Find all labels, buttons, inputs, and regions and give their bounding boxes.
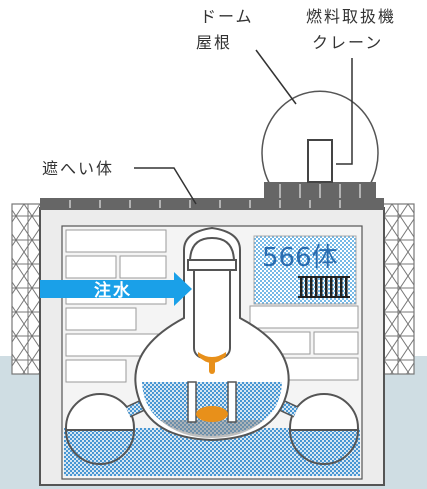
reactor-pressure-vessel: [187, 236, 237, 423]
label-shield: 遮へい体: [42, 159, 114, 178]
spent-fuel-pool: [253, 235, 357, 305]
roof-slab: [40, 198, 384, 210]
label-dome-roof: ドーム: [200, 7, 254, 26]
right-truss: [381, 203, 415, 375]
label-water-injection: 注水: [94, 280, 132, 301]
leader-lines: [134, 49, 353, 205]
label-fuel-crane-2: クレーン: [312, 33, 383, 52]
water-injection-arrow: [40, 272, 192, 306]
label-fuel-crane: 燃料取扱機: [306, 7, 396, 26]
suppression-chamber: [64, 386, 360, 476]
fuel-count: 566体: [262, 243, 338, 273]
fuel-handling-crane: [307, 139, 333, 183]
molten-fuel-debris: [196, 406, 228, 422]
label-dome-roof-2: 屋根: [196, 33, 232, 52]
left-truss: [11, 203, 45, 375]
